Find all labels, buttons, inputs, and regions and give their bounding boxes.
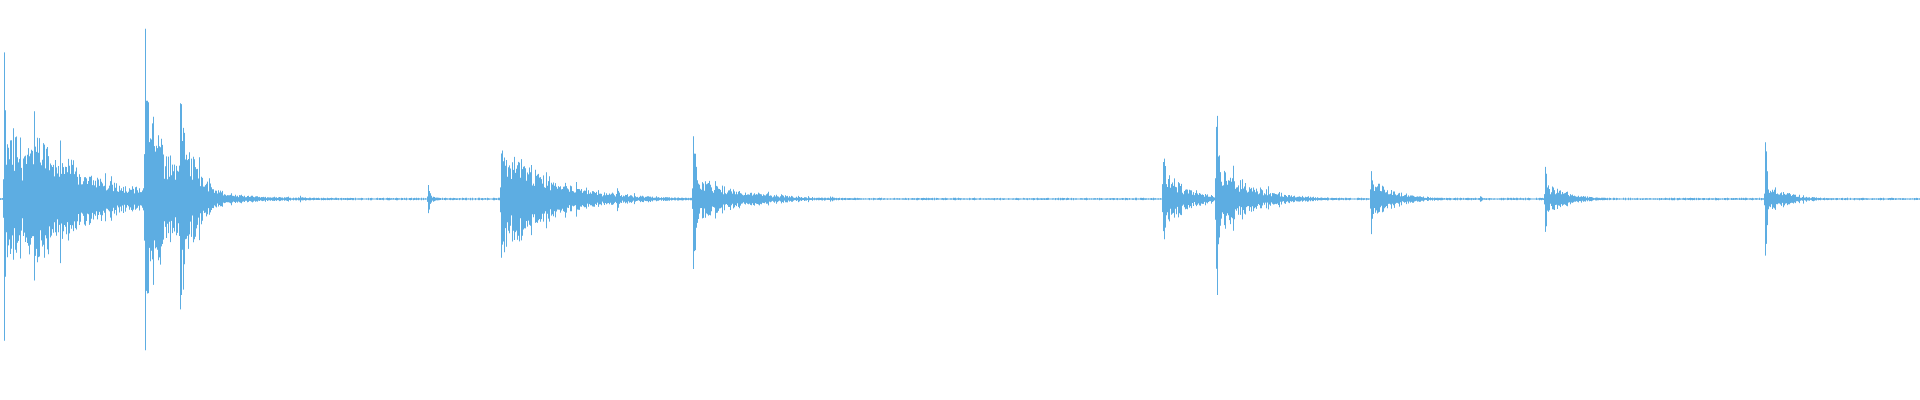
waveform-samples (0, 28, 1920, 351)
